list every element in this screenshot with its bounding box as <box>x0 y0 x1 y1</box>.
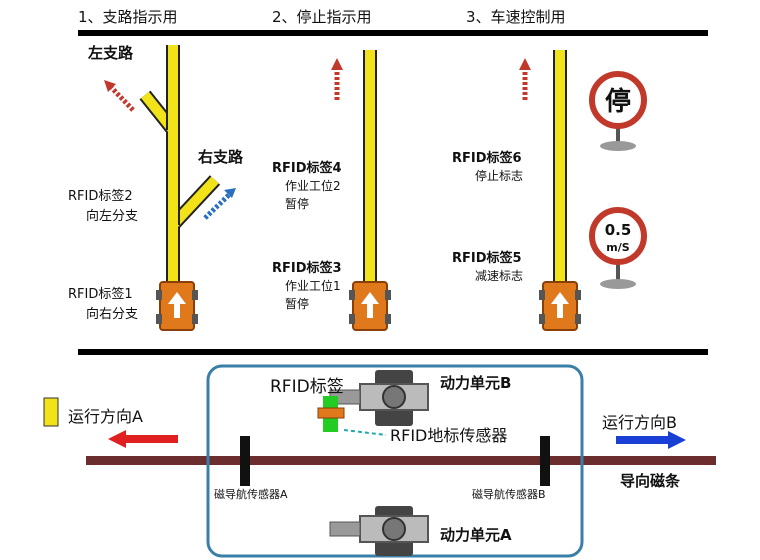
mag-sensor-a <box>240 436 250 486</box>
tag5-title: RFID标签5 <box>452 250 522 266</box>
direction-b-arrow <box>616 436 672 444</box>
section3-title: 3、车速控制用 <box>466 8 566 26</box>
direction-a-label: 运行方向A <box>68 407 143 426</box>
tag1-desc: 向右分支 <box>86 306 138 322</box>
section2-title: 2、停止指示用 <box>272 8 372 26</box>
tag3-line3: 暂停 <box>285 296 309 311</box>
rfid-sensor-label: RFID地标传感器 <box>390 426 507 445</box>
tag6-desc: 停止标志 <box>475 168 523 183</box>
section1-branch <box>104 45 236 331</box>
speed-value: 0.5 <box>605 221 632 239</box>
power-unit-a-label: 动力单元A <box>440 526 512 544</box>
tag5-desc: 减速标志 <box>475 269 523 283</box>
middle-divider <box>78 349 708 355</box>
sensor-pointer <box>343 429 387 436</box>
stop-sign: 停 <box>589 71 647 151</box>
tag3-line2: 作业工位1 <box>285 278 341 293</box>
guide-strip-label: 导向磁条 <box>620 472 681 490</box>
tag2-title: RFID标签2 <box>68 188 133 204</box>
tag1-title: RFID标签1 <box>68 286 133 302</box>
left-branch-arrow <box>106 82 135 112</box>
section1-title: 1、支路指示用 <box>78 8 178 26</box>
rfid-tag <box>317 407 345 419</box>
top-divider <box>78 30 708 36</box>
direction-a-marker <box>43 397 59 427</box>
power-unit-a <box>329 506 429 556</box>
direction-a-arrow <box>122 435 178 443</box>
tag4-line2: 作业工位2 <box>285 178 341 193</box>
speed-unit: m/S <box>606 241 629 254</box>
power-unit-b <box>329 370 429 426</box>
tag4-title: RFID标签4 <box>272 160 342 176</box>
left-branch-label: 左支路 <box>87 44 134 62</box>
tag3-title: RFID标签3 <box>272 260 342 276</box>
mag-sensor-b <box>540 436 550 486</box>
speed-limit-sign: 0.5 m/S <box>589 207 647 289</box>
tag4-line3: 暂停 <box>285 196 309 211</box>
direction-b-label: 运行方向B <box>602 413 677 432</box>
right-branch-arrow <box>203 190 234 220</box>
tag6-title: RFID标签6 <box>452 150 522 166</box>
guide-magnetic-strip <box>86 456 716 465</box>
rfid-tag-label: RFID标签 <box>270 377 344 397</box>
tag2-desc: 向左分支 <box>86 208 138 224</box>
right-branch-label: 右支路 <box>198 148 244 166</box>
section3-speed-track <box>519 50 581 331</box>
mag-sensor-b-label: 磁导航传感器B <box>472 487 546 501</box>
section2-stop-track <box>331 50 391 331</box>
mag-sensor-a-label: 磁导航传感器A <box>214 487 288 501</box>
stop-sign-text: 停 <box>605 86 631 117</box>
power-unit-b-label: 动力单元B <box>440 374 511 392</box>
